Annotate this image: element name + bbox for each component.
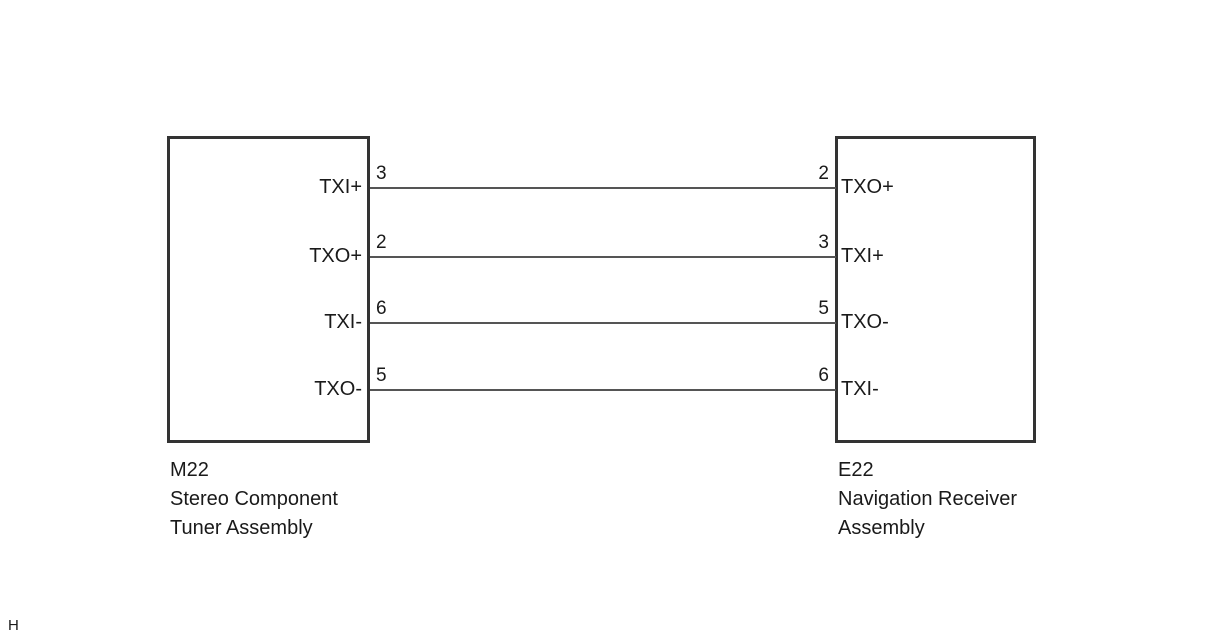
right-pin-number-2: 3	[818, 232, 829, 253]
left-pin-number-4: 5	[376, 365, 387, 386]
right-connector-code: E22	[838, 459, 874, 481]
left-connector-caption: M22 Stereo Component Tuner Assembly	[170, 456, 338, 543]
right-connector-name-line1: Navigation Receiver	[838, 488, 1017, 510]
wire-1	[370, 187, 836, 189]
right-pin-label-4: TXI-	[841, 378, 879, 400]
left-connector-box	[167, 136, 370, 443]
left-pin-number-3: 6	[376, 298, 387, 319]
left-pin-number-1: 3	[376, 163, 387, 184]
right-pin-number-3: 5	[818, 298, 829, 319]
right-connector-name-line2: Assembly	[838, 517, 925, 539]
page-marker: H	[8, 617, 19, 634]
wire-2	[370, 256, 836, 258]
right-pin-label-2: TXI+	[841, 245, 884, 267]
left-pin-label-1: TXI+	[319, 176, 362, 198]
right-connector-caption: E22 Navigation Receiver Assembly	[838, 456, 1017, 543]
left-connector-code: M22	[170, 459, 209, 481]
left-pin-label-3: TXI-	[324, 311, 362, 333]
wire-3	[370, 322, 836, 324]
right-pin-label-1: TXO+	[841, 176, 894, 198]
left-pin-label-4: TXO-	[314, 378, 362, 400]
left-connector-name-line2: Tuner Assembly	[170, 517, 313, 539]
right-connector-box	[835, 136, 1036, 443]
left-pin-number-2: 2	[376, 232, 387, 253]
wire-4	[370, 389, 836, 391]
right-pin-number-4: 6	[818, 365, 829, 386]
left-connector-name-line1: Stereo Component	[170, 488, 338, 510]
left-pin-label-2: TXO+	[309, 245, 362, 267]
right-pin-number-1: 2	[818, 163, 829, 184]
right-pin-label-3: TXO-	[841, 311, 889, 333]
